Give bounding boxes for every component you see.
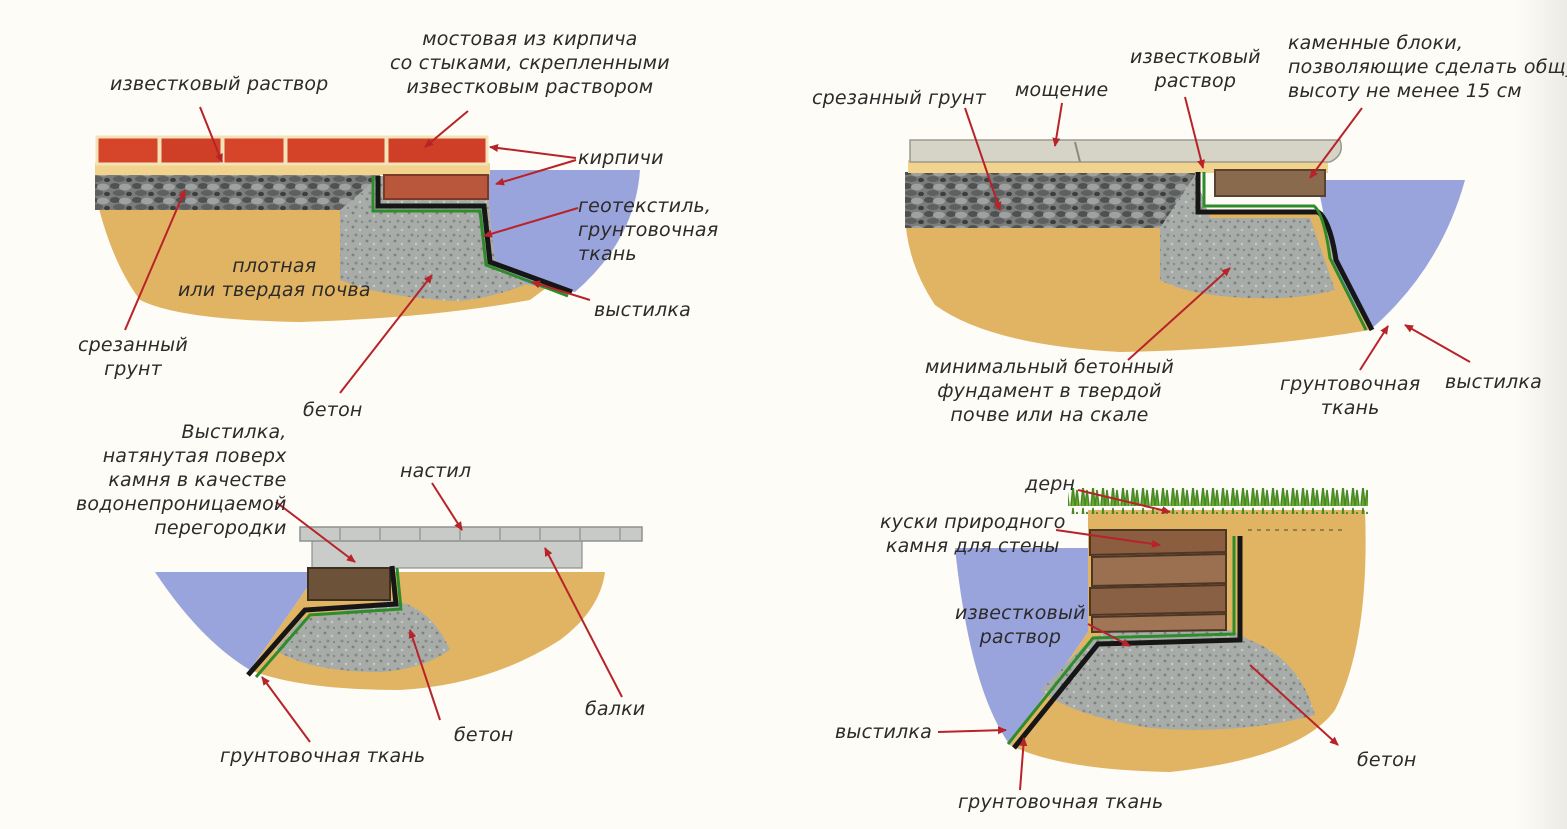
joist-beam (311, 539, 583, 569)
label-natural-stone: куски природного камня для стены (880, 511, 1066, 557)
label-liner: выстилка (594, 299, 691, 321)
liner-line (246, 565, 399, 677)
label-decking: настил (400, 460, 472, 482)
liner-line (375, 176, 573, 295)
brick-edge-diagram (95, 106, 640, 394)
arrows (964, 96, 1471, 371)
page-edge-shadow (1517, 0, 1567, 829)
geotextile-line (1006, 536, 1236, 745)
arrows (937, 489, 1339, 791)
coping-brick (383, 174, 489, 200)
label-min-foundation: минимальный бетонный фундамент в твердой… (925, 356, 1174, 426)
rubble-layer (905, 172, 1195, 228)
label-underlay: грунтовочная ткань (958, 791, 1164, 813)
label-concrete: бетон (303, 399, 363, 421)
label-paving: мощение (1015, 79, 1109, 101)
label-cut-ground: срезанный грунт (78, 334, 188, 380)
deck-edge-diagram (155, 482, 643, 743)
water-body (1320, 180, 1465, 330)
stone-paving-diagram (905, 96, 1471, 371)
label-bricks: кирпичи (578, 147, 664, 169)
geotextile-line (371, 176, 569, 298)
geotextile-line (1202, 172, 1368, 331)
label-brick-paving: мостовая из кирпича со стыками, скреплен… (390, 28, 670, 98)
rubble-layer (95, 170, 380, 210)
edge-stone (307, 567, 391, 601)
mortar-layer (95, 163, 490, 175)
concrete-foundation (1040, 630, 1315, 730)
geotextile-line (254, 567, 403, 678)
label-liner: выстилка (1445, 371, 1542, 393)
label-lime-mortar: известковый раствор (955, 602, 1086, 648)
label-joists: балки (585, 698, 646, 720)
paving-slab (909, 139, 1342, 163)
arrows (124, 106, 591, 394)
label-concrete: бетон (454, 724, 514, 746)
label-concrete: бетон (1357, 749, 1417, 771)
arrows (261, 482, 623, 743)
grass-turf (1068, 488, 1368, 514)
deck-board (299, 526, 643, 542)
label-cut-ground: срезанный грунт (812, 87, 986, 109)
label-liner: выстилка (835, 721, 932, 743)
label-lime-mortar: известковый раствор (1130, 46, 1261, 92)
liner-line (1012, 536, 1243, 750)
label-geotextile: геотекстиль, грунтовочная ткань (578, 195, 719, 265)
label-stone-blocks: каменные блоки, позволяющие сделать общу… (1288, 32, 1567, 102)
water-body (955, 548, 1088, 745)
label-liner-barrier: Выстилка, натянутая поверх камня в качес… (76, 421, 287, 539)
concrete-foundation (275, 600, 450, 672)
stone-block (1214, 169, 1326, 197)
label-underlay: грунтовочная ткань (1280, 373, 1421, 419)
water-body (155, 572, 318, 670)
water-body (485, 170, 640, 292)
label-turf: дерн (1025, 473, 1076, 495)
label-firm-soil: плотная или твердая почва (178, 255, 371, 301)
stone-wall-diagram (937, 488, 1368, 791)
brick-row (95, 135, 489, 166)
label-lime-mortar: известковый раствор (110, 73, 329, 95)
label-underlay: грунтовочная ткань (220, 745, 426, 767)
